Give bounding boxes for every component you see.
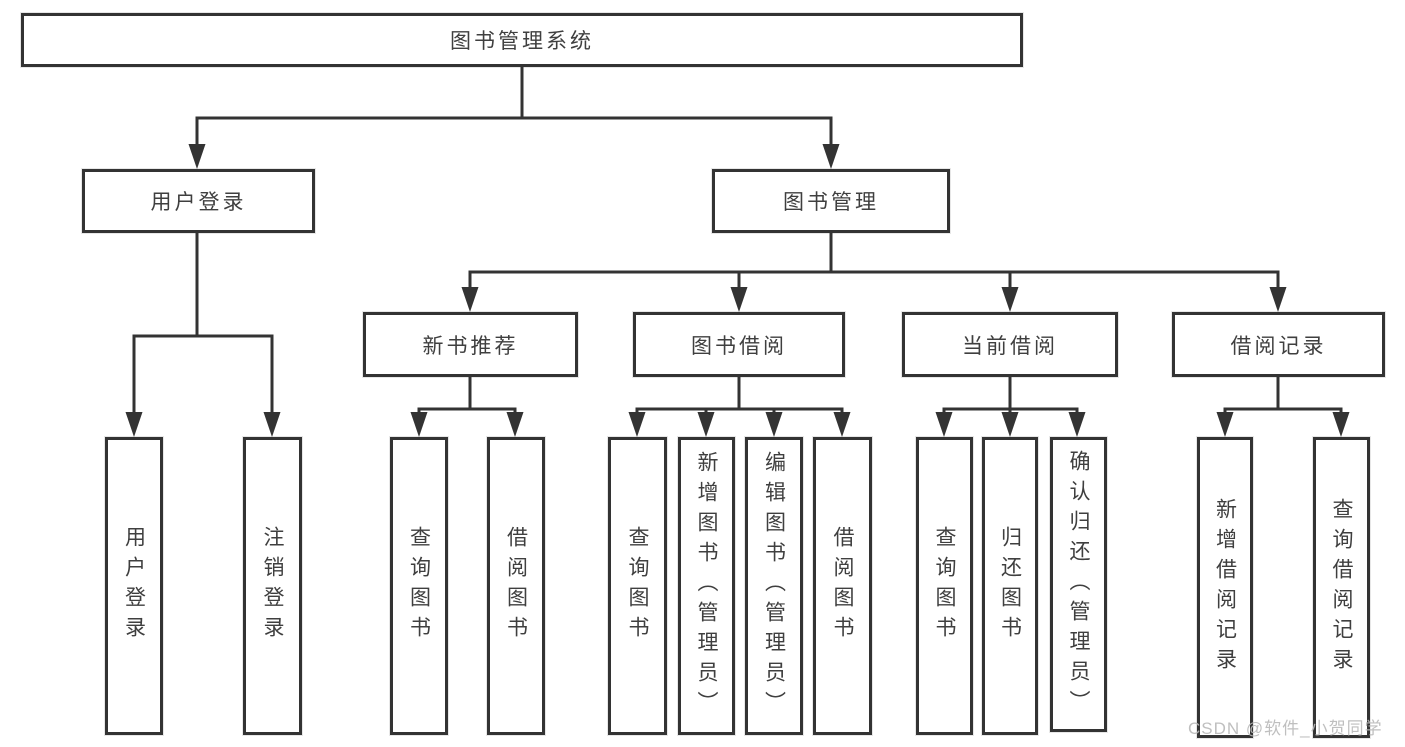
node-label: 编辑图书（管理员）	[762, 451, 786, 721]
leaf-logout: 注销登录	[243, 437, 302, 735]
node-label: 确认归还（管理员）	[1067, 449, 1090, 720]
node-label: 借阅图书	[831, 526, 854, 646]
leaf-borrow-books-recommend: 借阅图书	[487, 437, 545, 735]
node-label: 图书管理系统	[450, 30, 594, 53]
leaf-add-books-admin: 新增图书（管理员）	[678, 437, 735, 735]
leaf-query-borrow-record: 查询借阅记录	[1313, 437, 1370, 738]
node-book-management: 图书管理	[712, 169, 950, 233]
node-label: 用户登录	[122, 526, 146, 646]
leaf-edit-books-admin: 编辑图书（管理员）	[745, 437, 803, 735]
node-label: 查询借阅记录	[1330, 497, 1353, 678]
node-label: 借阅图书	[504, 526, 528, 646]
leaf-confirm-return-admin: 确认归还（管理员）	[1050, 437, 1107, 732]
leaf-return-books: 归还图书	[982, 437, 1038, 735]
node-label: 新增图书（管理员）	[695, 451, 718, 721]
node-label: 查询图书	[933, 526, 956, 646]
node-label: 当前借阅	[962, 334, 1058, 358]
node-current-borrowing: 当前借阅	[902, 312, 1118, 377]
node-label: 新书推荐	[422, 334, 519, 358]
node-label: 图书管理	[783, 191, 879, 214]
node-borrowing-records: 借阅记录	[1172, 312, 1385, 377]
leaf-borrow-books: 借阅图书	[813, 437, 872, 735]
node-label: 注销登录	[261, 526, 284, 646]
node-label: 借阅记录	[1230, 334, 1327, 358]
node-label: 查询图书	[407, 526, 431, 646]
node-label: 归还图书	[998, 526, 1022, 646]
node-label: 查询图书	[626, 526, 649, 646]
node-label: 新增借阅记录	[1213, 497, 1237, 678]
leaf-user-login: 用户登录	[105, 437, 163, 735]
leaf-query-books-current: 查询图书	[916, 437, 973, 735]
arrowheads	[125, 144, 1350, 437]
leaf-query-books-recommend: 查询图书	[390, 437, 448, 735]
node-new-book-recommend: 新书推荐	[363, 312, 578, 377]
leaf-add-borrow-record: 新增借阅记录	[1197, 437, 1253, 738]
node-book-borrowing: 图书借阅	[633, 312, 845, 377]
node-root-library-system: 图书管理系统	[21, 13, 1023, 67]
node-label: 图书借阅	[691, 334, 787, 358]
leaf-query-books-borrowing: 查询图书	[608, 437, 667, 735]
csdn-watermark: CSDN @软件_小贺同学	[1188, 719, 1383, 738]
node-user-login-group: 用户登录	[82, 169, 315, 233]
node-label: 用户登录	[150, 191, 247, 214]
